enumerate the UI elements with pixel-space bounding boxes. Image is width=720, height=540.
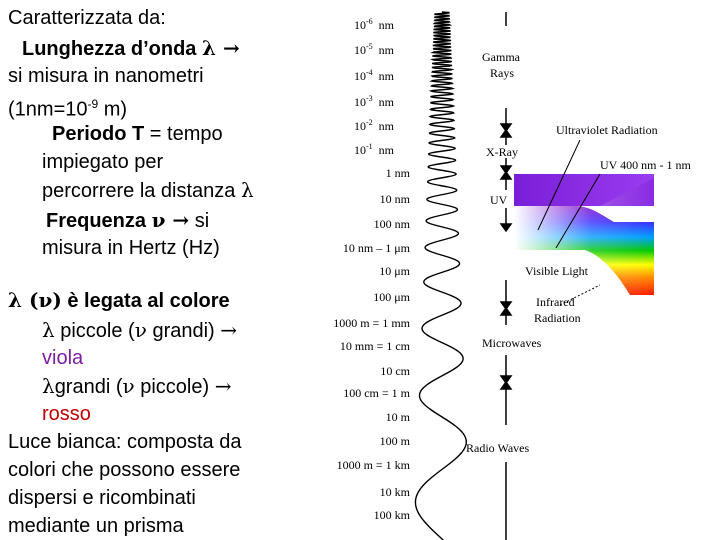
scale-label: 10 μm — [379, 264, 410, 278]
scale-label: 100 μm — [373, 290, 410, 304]
color-label-orange: Orange — [658, 264, 698, 278]
scale-label: 10 nm – 1 μm — [343, 241, 410, 255]
scale-label: 1000 m = 1 mm — [333, 316, 410, 330]
band-label-infrared: Infrared — [536, 295, 575, 309]
color-label-700nm: 700 nm — [656, 294, 696, 308]
band-label-radio: Radio Waves — [466, 441, 529, 455]
scale-label: 100 nm — [374, 217, 410, 231]
scale-label: 10-6 nm — [354, 15, 394, 32]
color-label-red: Red — [658, 279, 680, 293]
band-label-gamma: Rays — [490, 66, 514, 80]
band-label-xray: X-Ray — [486, 145, 518, 159]
scale-label: 10 km — [380, 485, 410, 499]
wave-line — [415, 12, 466, 540]
scale-label: 10 mm = 1 cm — [340, 339, 410, 353]
scale-label: 100 m — [380, 434, 410, 448]
scale-label: 10-5 nm — [354, 40, 394, 57]
uv-range-label: UV 400 nm - 1 nm — [600, 158, 691, 172]
uv-radiation-label: Ultraviolet Radiation — [556, 123, 658, 137]
color-label-yellow: Yellow — [658, 249, 692, 263]
scale-label: 1000 m = 1 km — [337, 458, 410, 472]
scale-label: 10-3 nm — [354, 92, 394, 109]
scale-label: 10-1 nm — [354, 140, 394, 157]
color-label-violet: Violet — [658, 181, 688, 195]
color-label-blue: Blue — [658, 196, 682, 210]
scale-label: 10-2 nm — [354, 116, 394, 133]
band-arrows — [501, 12, 511, 540]
scale-label: 10 cm — [380, 364, 410, 378]
scale-label: 10-4 nm — [354, 66, 394, 83]
band-label-gamma: Gamma — [482, 50, 520, 64]
band-label-infrared: Radiation — [534, 311, 581, 325]
band-label-uv: UV — [490, 193, 507, 207]
scale-label: 100 km — [374, 508, 410, 522]
band-label-visible: Visible Light — [525, 264, 588, 278]
band-label-microwaves: Microwaves — [482, 336, 541, 350]
scale-label: 100 cm = 1 m — [343, 386, 410, 400]
scale-label: 1 nm — [386, 166, 410, 180]
color-label-green: Green — [658, 230, 691, 244]
scale-label: 10 nm — [380, 192, 410, 206]
scale-label: 10 m — [386, 410, 410, 424]
